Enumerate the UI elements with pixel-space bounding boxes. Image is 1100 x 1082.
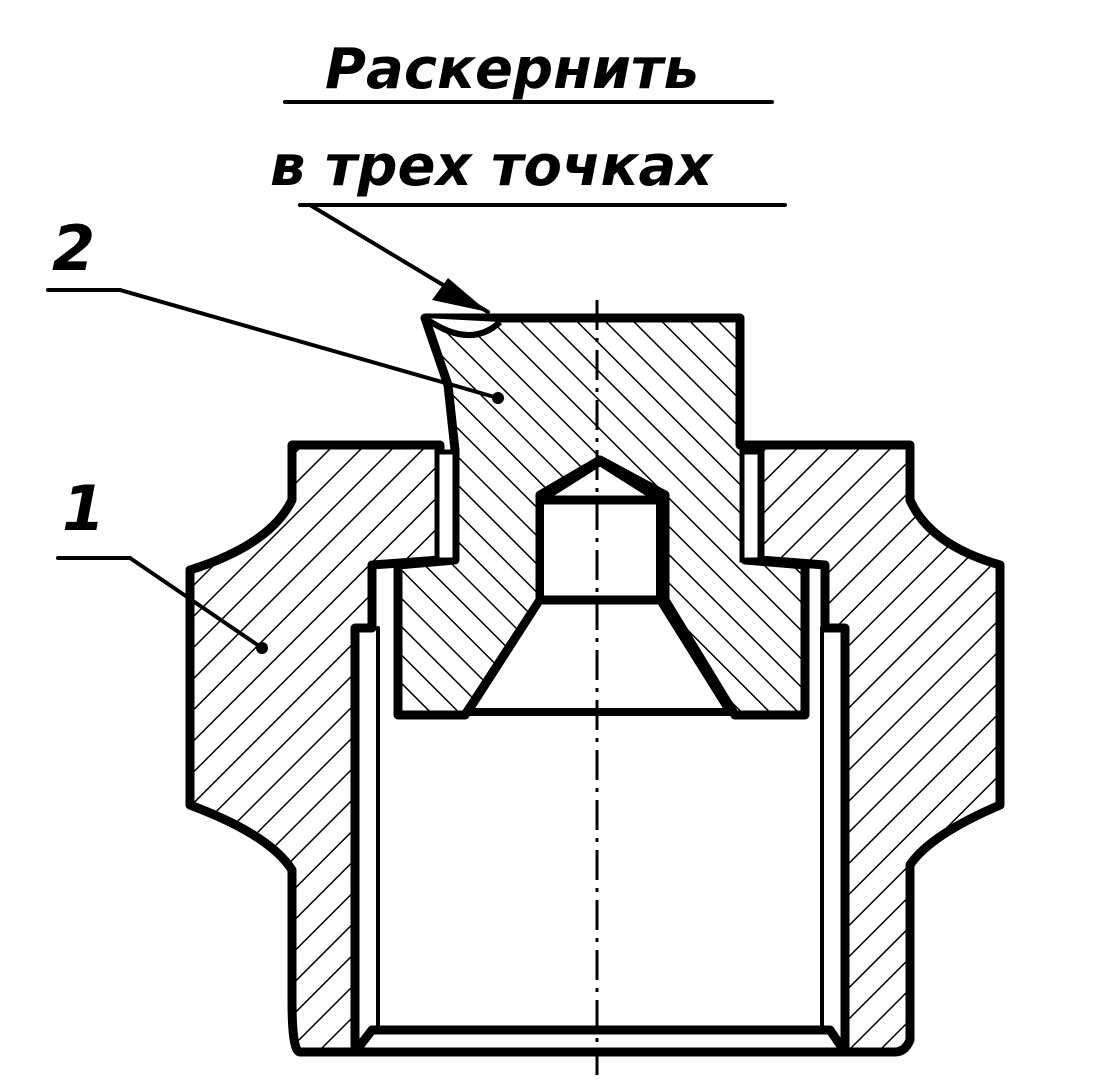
bore-bottom-edge bbox=[350, 1025, 850, 1057]
note-leader-arrow bbox=[432, 278, 488, 312]
note-line-1: Раскернить bbox=[325, 37, 699, 102]
body-section-left bbox=[185, 440, 445, 1057]
gap-left bbox=[434, 449, 458, 563]
insert-inner-cavity bbox=[464, 458, 734, 716]
note-line-2: в трех точках bbox=[270, 134, 714, 199]
body-section-right bbox=[740, 440, 1005, 1057]
position-number-2: 2 bbox=[52, 212, 95, 285]
punch-mark bbox=[423, 315, 503, 338]
position-number-1: 1 bbox=[62, 472, 105, 545]
position-2-leader bbox=[118, 288, 500, 400]
gap-right bbox=[739, 449, 763, 563]
